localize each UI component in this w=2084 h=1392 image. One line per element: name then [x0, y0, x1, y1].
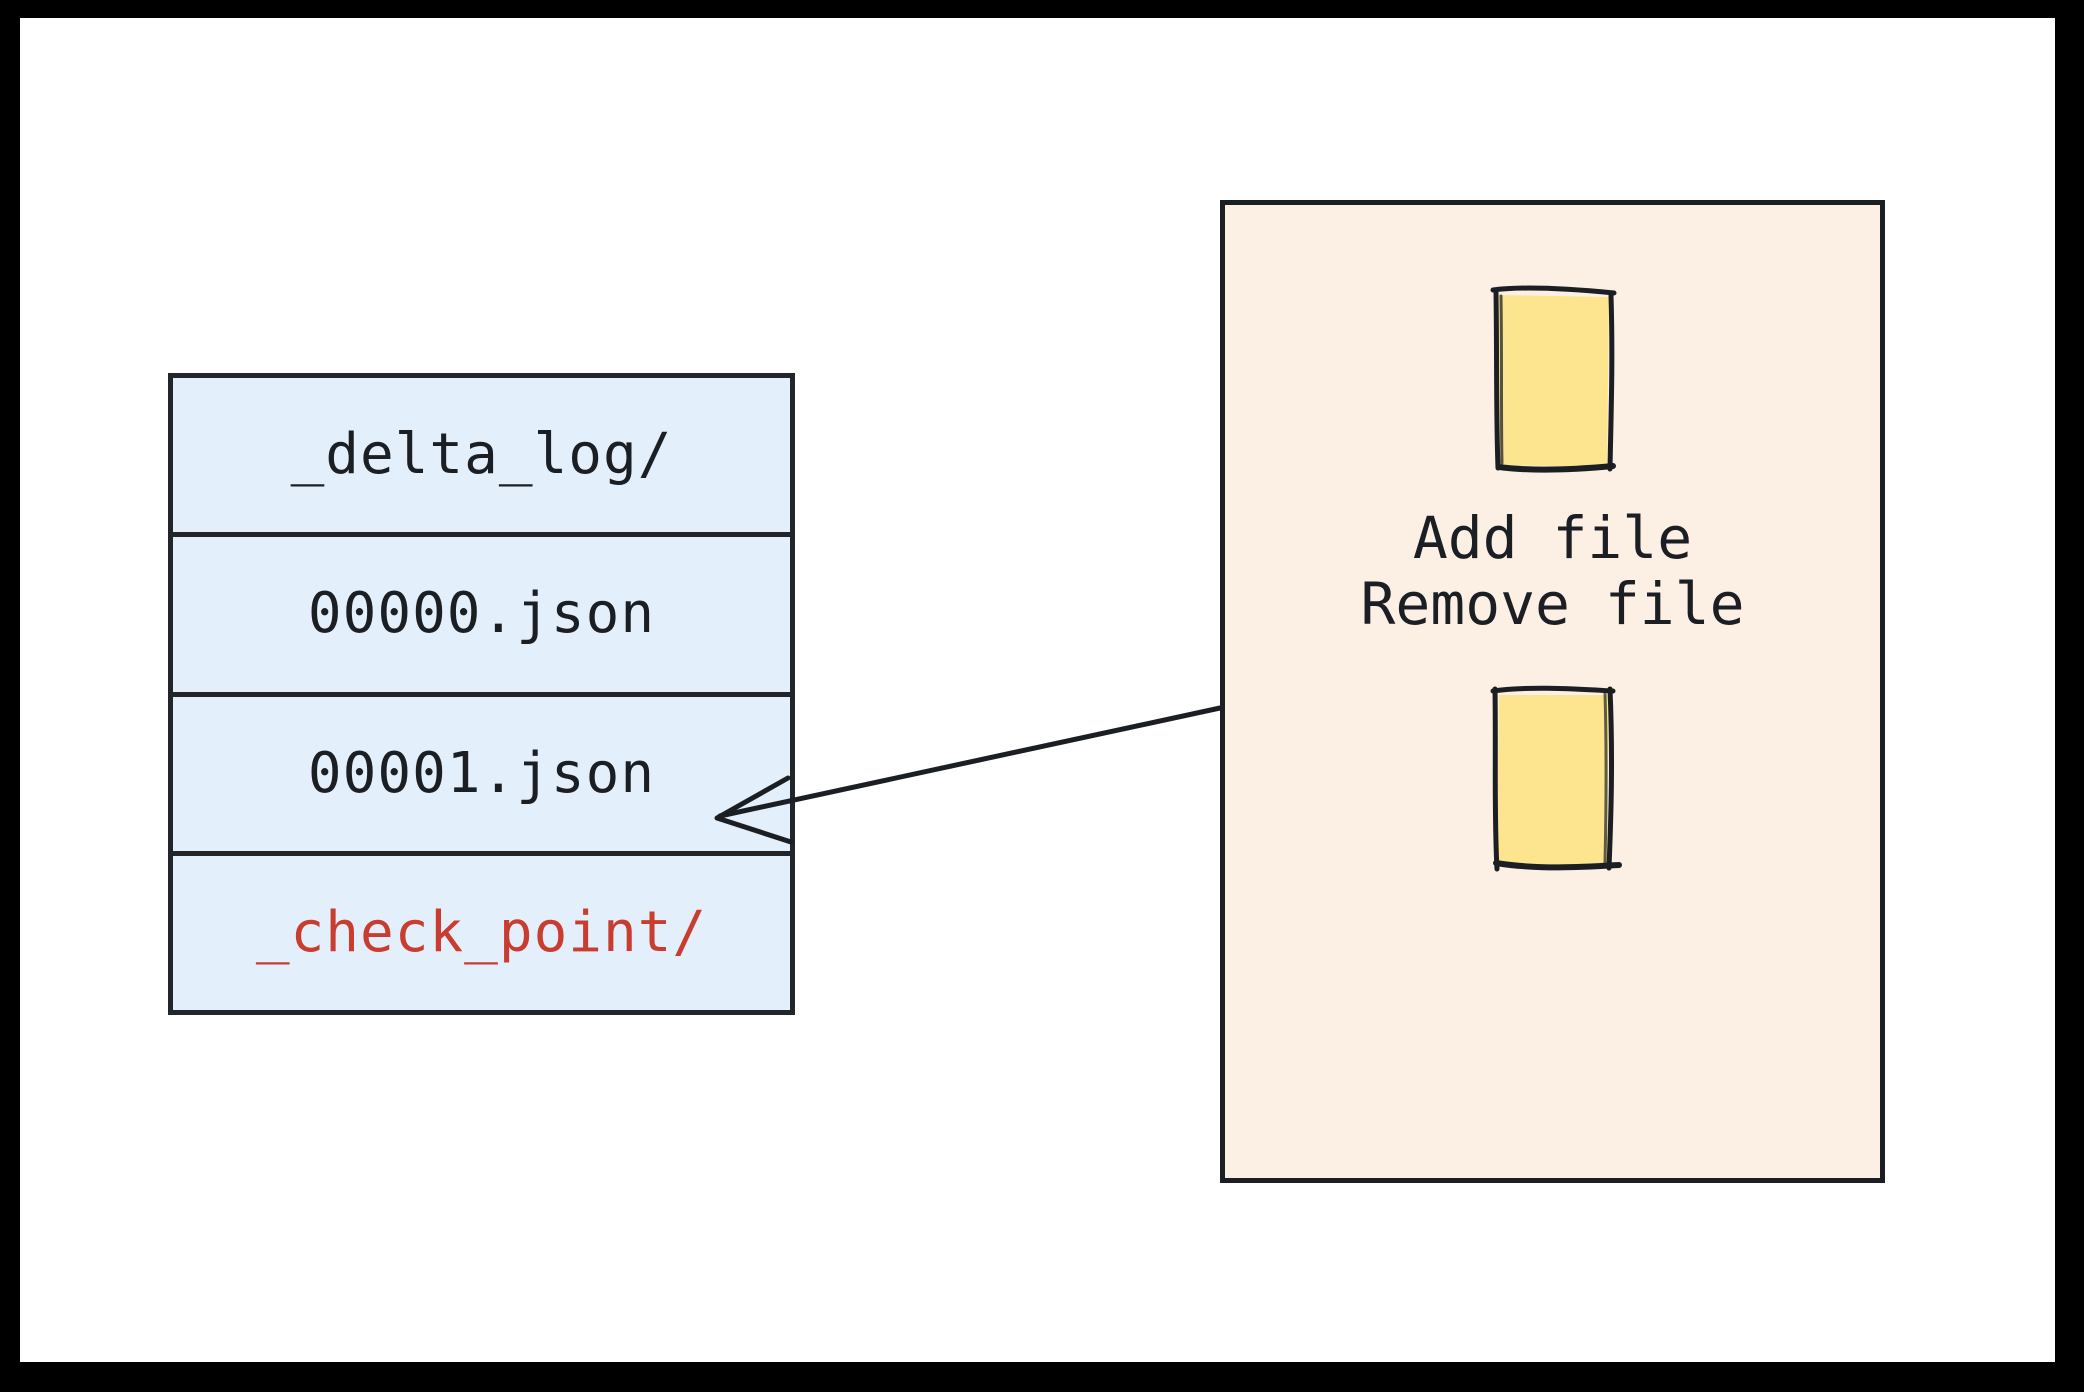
file-table-label-00000-json: 00000.json: [307, 581, 656, 647]
delta-log-table: _delta_log/ 00000.json 00001.json _check…: [168, 373, 795, 1015]
table-row[interactable]: 00000.json: [173, 537, 790, 697]
panel-label-add-file: Add file: [1412, 504, 1693, 572]
file-sketch-icon: [1490, 285, 1616, 473]
file-table-label-check-point: _check_point/: [255, 899, 708, 965]
table-row[interactable]: _check_point/: [173, 855, 790, 1010]
table-row[interactable]: 00001.json: [173, 696, 790, 856]
panel-item-add-file[interactable]: Add file: [1225, 263, 1880, 567]
diagram-page: _delta_log/ 00000.json 00001.json _check…: [20, 18, 2055, 1362]
panel-label-remove-file: Remove file: [1360, 570, 1745, 638]
file-table-label-delta-log: _delta_log/: [290, 422, 673, 488]
file-sketch-icon: [1490, 685, 1622, 872]
file-table-label-00001-json: 00001.json: [307, 740, 656, 806]
panel-item-remove-file[interactable]: Remove file: [1225, 575, 1880, 883]
commit-actions-panel: Add file Remove file: [1220, 200, 1885, 1183]
table-row[interactable]: _delta_log/: [173, 378, 790, 538]
